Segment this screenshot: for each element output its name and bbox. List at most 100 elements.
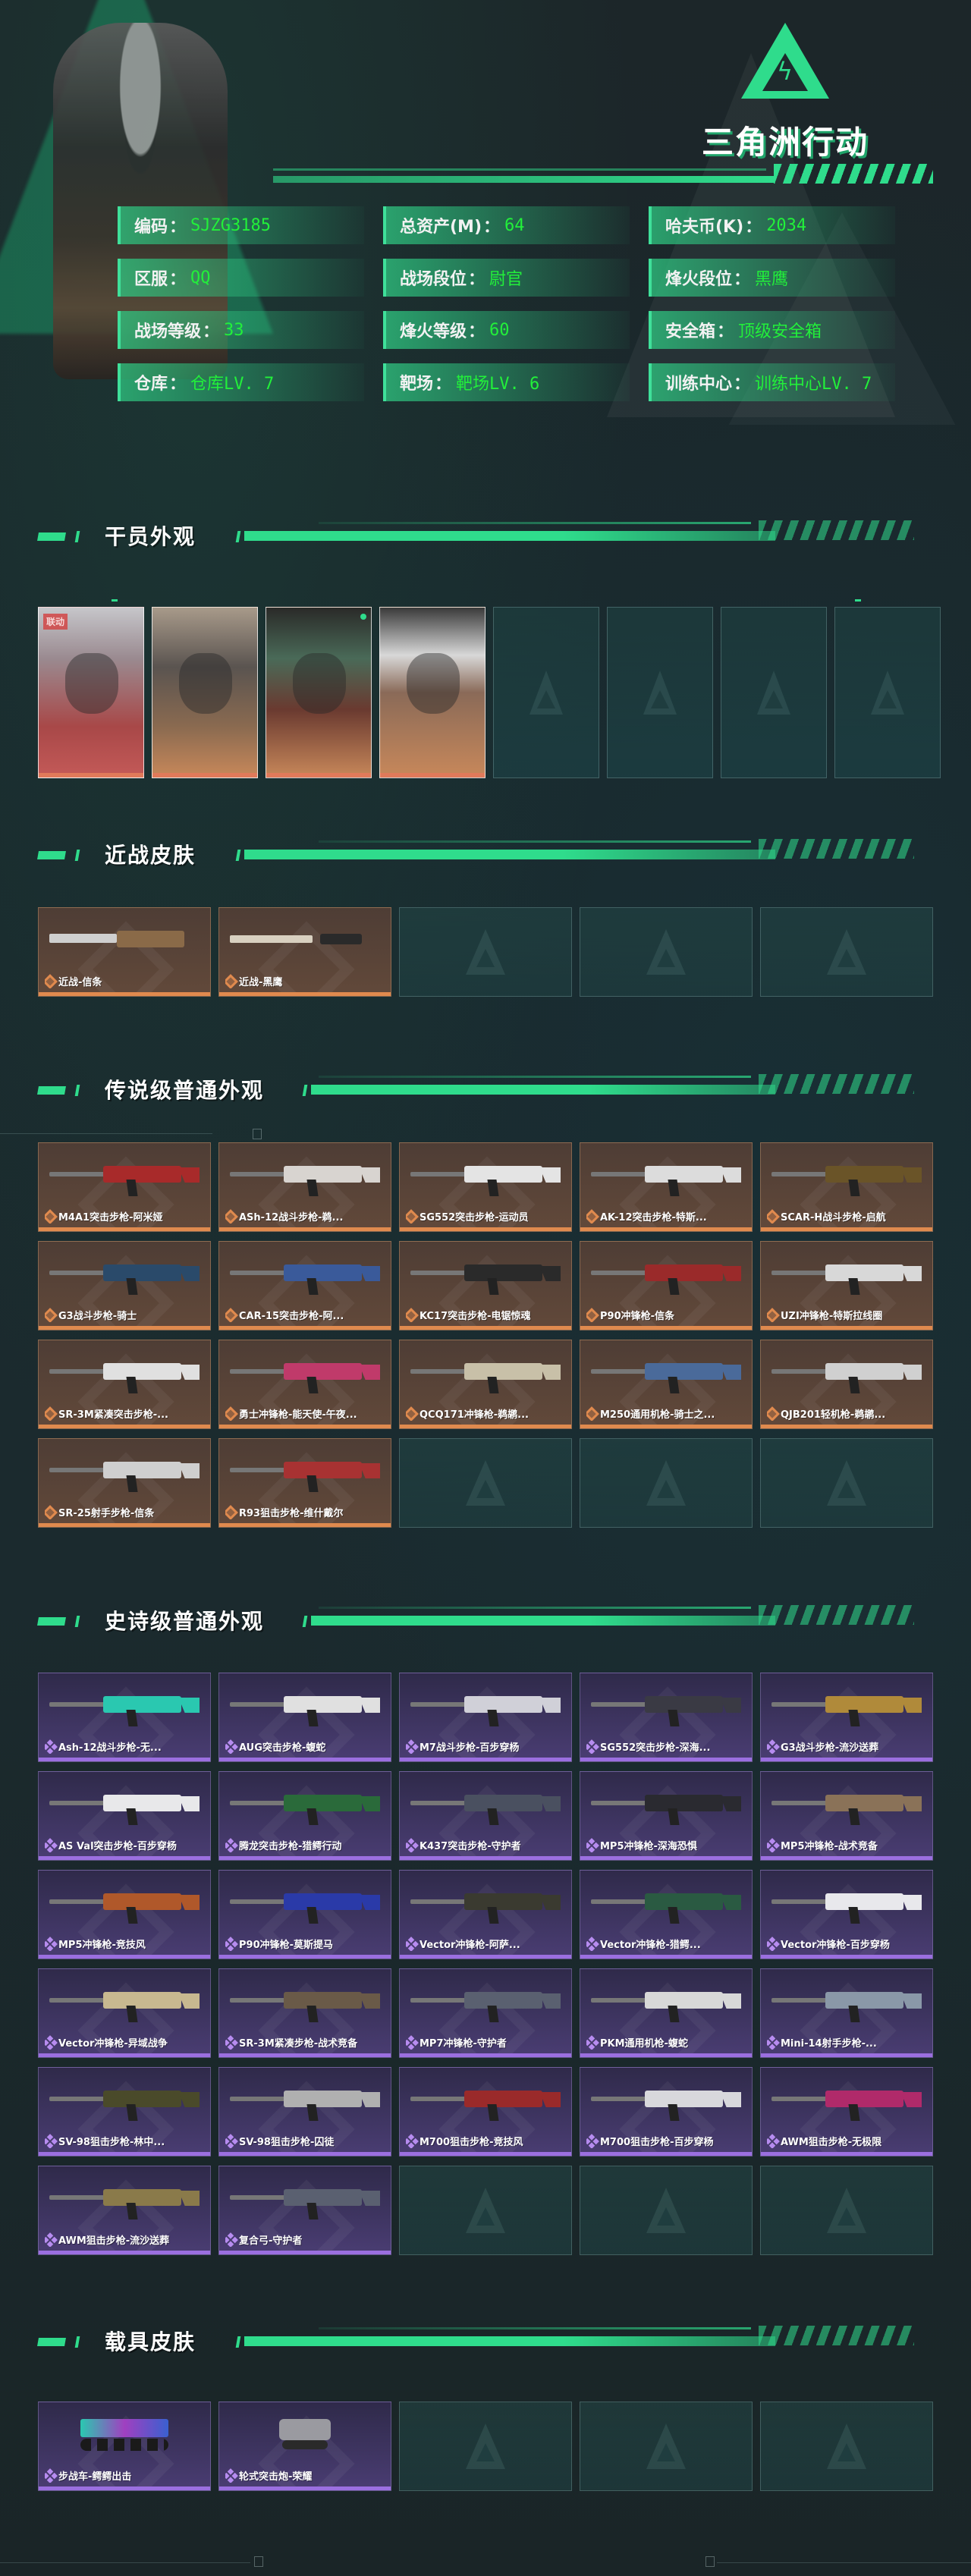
decor-line: [0, 1133, 212, 1134]
weapon-art: [410, 1789, 561, 1825]
skin-card[interactable]: SR-3M紧凑步枪-战术竞备: [218, 1968, 391, 2058]
weapon-art: [410, 1258, 561, 1295]
decor-stripe: [319, 840, 751, 843]
skin-card[interactable]: 近战-黑鹰: [218, 907, 391, 997]
operator-card[interactable]: [379, 607, 486, 778]
weapon-art: [591, 1789, 741, 1825]
skin-label: AUG突击步枪-蝮蛇: [225, 1739, 386, 1754]
skin-card[interactable]: Mini-14射手步枪-...: [760, 1968, 933, 2058]
skin-card[interactable]: SV-98狙击步枪-囚徒: [218, 2067, 391, 2157]
skin-label: MP5冲锋枪-战术竞备: [767, 1838, 928, 1852]
skin-name: MP5冲锋枪-深海恐惧: [600, 1841, 697, 1852]
collab-badge: 联动: [43, 614, 68, 630]
vehicle-art: [69, 2413, 180, 2458]
operator-card[interactable]: [152, 607, 258, 778]
skin-card[interactable]: SR-3M紧凑突击步枪-...: [38, 1340, 211, 1429]
skin-card[interactable]: AK-12突击步枪-特斯...: [580, 1142, 753, 1232]
epic-rarity-icon: [586, 1739, 599, 1754]
weapon-art: [591, 1357, 741, 1393]
stock: [900, 1698, 922, 1713]
skin-card[interactable]: 近战-信条: [38, 907, 211, 997]
skin-card[interactable]: R93狙击步枪-维什戴尔: [218, 1438, 391, 1528]
receiver: [464, 1363, 543, 1380]
info-value: 顶级安全箱: [738, 322, 822, 341]
skin-card[interactable]: K437突击步枪-守护者: [399, 1771, 572, 1861]
skin-card[interactable]: MP5冲锋枪-深海恐惧: [580, 1771, 753, 1861]
skin-card[interactable]: AUG突击步枪-蝮蛇: [218, 1673, 391, 1762]
placeholder-logo-icon: [643, 671, 677, 715]
info-value: 黑鹰: [755, 270, 789, 289]
skin-card[interactable]: P90冲锋枪-莫斯提马: [218, 1870, 391, 1959]
skin-card[interactable]: QCQ171冲锋枪-鹈鹕...: [399, 1340, 572, 1429]
skin-card[interactable]: KC17突击步枪-电锯惊魂: [399, 1241, 572, 1330]
stock: [178, 1993, 200, 2009]
skin-card-empty: [760, 2166, 933, 2255]
skin-card[interactable]: UZI冲锋枪-特斯拉线圈: [760, 1241, 933, 1330]
skin-card[interactable]: 勇士冲锋枪-能天使-午夜...: [218, 1340, 391, 1429]
barrel: [230, 1998, 294, 2003]
skin-card[interactable]: SG552突击步枪-深海...: [580, 1673, 753, 1762]
weapon-art: [49, 1160, 200, 1196]
skin-card[interactable]: 轮式突击炮-荣耀: [218, 2402, 391, 2491]
barrel: [771, 1998, 835, 2003]
weapon-art: [49, 1456, 200, 1492]
skin-card[interactable]: AWM狙击步枪-流沙送葬: [38, 2166, 211, 2255]
barrel: [591, 1899, 655, 1904]
skin-card[interactable]: QJB201轻机枪-鹈鹕...: [760, 1340, 933, 1429]
barrel: [410, 2097, 474, 2101]
receiver: [645, 2091, 724, 2107]
skin-card[interactable]: Vector冲锋枪-猎鳄...: [580, 1870, 753, 1959]
skin-label: R93狙击步枪-维什戴尔: [225, 1505, 386, 1519]
skin-card[interactable]: 腾龙突击步枪-猎鳄行动: [218, 1771, 391, 1861]
skin-card[interactable]: M4A1突击步枪-阿米娅: [38, 1142, 211, 1232]
info-server: 区服：QQ: [118, 259, 364, 297]
skin-card[interactable]: SG552突击步枪-运动员: [399, 1142, 572, 1232]
skin-card[interactable]: AS Val突击步枪-百步穿杨: [38, 1771, 211, 1861]
skin-card[interactable]: M700狙击步枪-百步穿杨: [580, 2067, 753, 2157]
skin-card[interactable]: M700狙击步枪-竞技风: [399, 2067, 572, 2157]
skin-card[interactable]: 复合弓-守护者: [218, 2166, 391, 2255]
operator-card[interactable]: [266, 607, 372, 778]
skin-card[interactable]: SCAR-H战斗步枪-启航: [760, 1142, 933, 1232]
stock: [539, 1365, 561, 1380]
skin-card[interactable]: P90冲锋枪-信条: [580, 1241, 753, 1330]
skin-card[interactable]: Ash-12战斗步枪-无...: [38, 1673, 211, 1762]
skin-name: G3战斗步枪-流沙送葬: [781, 1742, 879, 1754]
skin-card[interactable]: PKM通用机枪-蝮蛇: [580, 1968, 753, 2058]
skin-label: PKM通用机枪-蝮蛇: [586, 2035, 747, 2050]
skin-card[interactable]: 步战车-鳄鳄出击: [38, 2402, 211, 2491]
skin-card[interactable]: MP5冲锋枪-竞技风: [38, 1870, 211, 1959]
skin-label: SV-98狙击步枪-囚徒: [225, 2134, 386, 2148]
section-vehicles: 载具皮肤 步战车-鳄鳄出击 轮式突击炮-荣耀: [0, 2321, 971, 2576]
info-value: 靶场LV. 6: [456, 375, 540, 394]
skin-card[interactable]: MP5冲锋枪-战术竞备: [760, 1771, 933, 1861]
skin-card[interactable]: Vector冲锋枪-阿萨...: [399, 1870, 572, 1959]
decor-box: [705, 2556, 715, 2567]
section-header: 史诗级普通外观: [0, 1601, 971, 1646]
receiver: [284, 2189, 363, 2206]
epic-rarity-icon: [586, 1937, 599, 1951]
skin-card[interactable]: SR-25射手步枪-信条: [38, 1438, 211, 1528]
stock: [359, 2191, 380, 2206]
epic-rarity-icon: [45, 2035, 58, 2050]
stock: [178, 1266, 200, 1281]
barrel: [771, 1702, 835, 1707]
skin-card[interactable]: SV-98狙击步枪-林中...: [38, 2067, 211, 2157]
skin-card[interactable]: M7战斗步枪-百步穿杨: [399, 1673, 572, 1762]
skin-card[interactable]: ASh-12战斗步枪-鹈...: [218, 1142, 391, 1232]
skin-card[interactable]: Vector冲锋枪-百步穿杨: [760, 1870, 933, 1959]
placeholder-logo-icon: [466, 929, 505, 975]
weapon-art: [591, 1690, 741, 1726]
skin-card[interactable]: G3战斗步枪-骑士: [38, 1241, 211, 1330]
skin-card[interactable]: Vector冲锋枪-异域战争: [38, 1968, 211, 2058]
skin-card[interactable]: M250通用机枪-骑士之...: [580, 1340, 753, 1429]
decor-tick: [37, 1617, 66, 1626]
skin-card[interactable]: CAR-15突击步枪-阿...: [218, 1241, 391, 1330]
skin-card[interactable]: AWM狙击步枪-无极限: [760, 2067, 933, 2157]
stock: [539, 1895, 561, 1910]
skin-card[interactable]: MP7冲锋枪-守护者: [399, 1968, 572, 2058]
operator-card[interactable]: 联动: [38, 607, 144, 778]
barrel: [49, 1899, 113, 1904]
receiver: [464, 1264, 543, 1281]
skin-card[interactable]: G3战斗步枪-流沙送葬: [760, 1673, 933, 1762]
